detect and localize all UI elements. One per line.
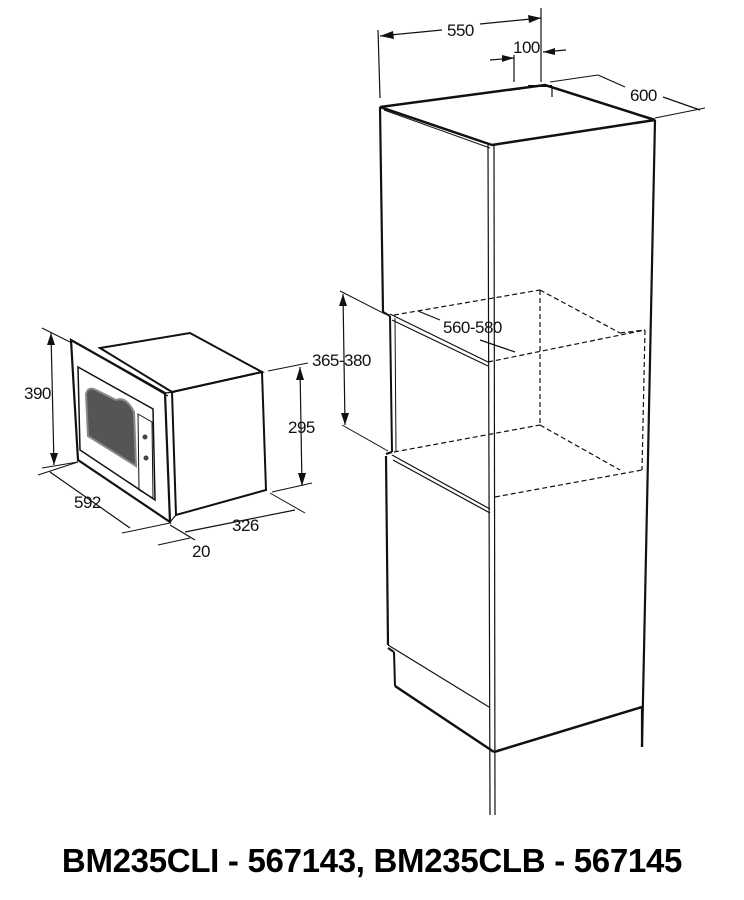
dim-microwave-width: 592 (74, 493, 101, 512)
dim-back-gap: 100 (513, 38, 540, 57)
dim-niche-depth: 560-580 (443, 318, 502, 337)
dim-cabinet-depth-total: 600 (630, 86, 657, 105)
dim-microwave-depth: 326 (232, 516, 259, 535)
cabinet-drawing (339, 8, 706, 816)
microwave-drawing (37, 327, 313, 546)
model-caption: BM235CLI - 567143, BM235CLB - 567145 (61, 842, 683, 879)
dim-frame-depth: 20 (192, 542, 210, 561)
dim-niche-height: 365-380 (312, 351, 371, 370)
dim-cabinet-depth-inner: 550 (447, 21, 474, 40)
dim-microwave-body-height: 295 (288, 418, 315, 437)
dim-microwave-height: 390 (24, 384, 51, 403)
